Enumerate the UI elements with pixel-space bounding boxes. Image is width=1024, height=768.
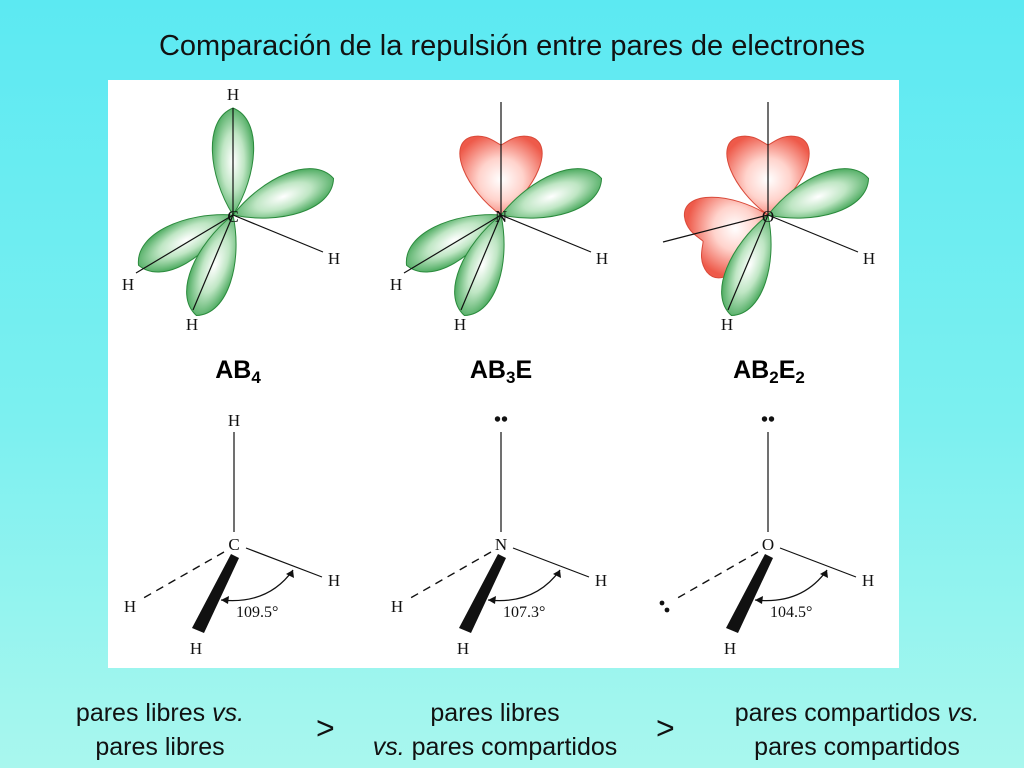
wedge-bond: [726, 554, 773, 633]
atom-c: C: [227, 207, 238, 226]
bonding-lobe: [767, 168, 870, 219]
bonding-lobe: [500, 168, 603, 219]
bond-angle: 104.5°: [770, 604, 812, 621]
angle-arc: [220, 569, 294, 602]
atom-o: O: [762, 207, 774, 226]
formula-subscript: 3: [505, 368, 516, 387]
bond-angle: 107.3°: [503, 604, 545, 621]
caption-lone-lone: pares libres vs. pares libres: [40, 696, 280, 764]
nh3-structure: •• N H H H 107.3°: [391, 409, 607, 658]
angle-arc: [487, 569, 561, 602]
bond-angle: 109.5°: [236, 604, 278, 621]
atom-h: H: [328, 249, 340, 268]
atom-h: H: [190, 639, 202, 658]
atom-h: H: [122, 275, 134, 294]
caption-text: pares compartidos: [734, 699, 941, 727]
atom-c: C: [228, 535, 239, 554]
ch4-orbital-model: H C H H H: [122, 85, 340, 334]
formula-base: E: [515, 356, 533, 384]
atom-h: H: [721, 315, 733, 334]
formula-subscript: 2: [795, 368, 805, 387]
atom-h: H: [186, 315, 198, 334]
caption-line: pares compartidos vs.: [712, 696, 1002, 730]
lone-pair-dots: ••: [494, 409, 508, 431]
h2o-structure: •• O H H 104.5°: [659, 409, 874, 658]
caption-italic: vs.: [947, 699, 980, 727]
lone-pair-dot: [664, 607, 670, 613]
formula-subscript: 4: [251, 368, 261, 387]
atom-h: H: [724, 639, 736, 658]
atom-h: H: [862, 571, 874, 590]
caption-lone-bond: pares libres vs. pares compartidos: [350, 696, 640, 764]
atom-n: N: [495, 207, 507, 226]
wedge-bond: [459, 554, 506, 633]
atom-h: H: [863, 249, 875, 268]
nh3-orbital-model: N H H H: [390, 102, 608, 334]
atom-h: H: [328, 571, 340, 590]
caption-line: pares libres: [95, 733, 225, 761]
atom-h: H: [390, 275, 402, 294]
lone-pair-dot: [659, 600, 665, 606]
atom-n: N: [495, 535, 507, 554]
atom-h: H: [227, 85, 239, 104]
caption-line: pares libres: [430, 699, 560, 727]
atom-h: H: [391, 597, 403, 616]
orbital-diagram: H C H H H N H H: [122, 85, 875, 658]
caption-line: vs. pares compartidos: [350, 730, 640, 764]
caption-italic: vs.: [372, 733, 405, 761]
caption-bond-bond: pares compartidos vs. pares compartidos: [712, 696, 1002, 764]
atom-h: H: [457, 639, 469, 658]
bonding-lobe: [232, 168, 335, 219]
caption-line: pares compartidos: [754, 733, 960, 761]
formula-base: AB: [215, 356, 252, 384]
atom-h: H: [595, 571, 607, 590]
formula-base: AB: [469, 356, 506, 384]
h2o-orbital-model: O H H: [662, 102, 875, 334]
diagram-panel: H C H H H N H H: [108, 80, 899, 668]
formula-subscript: 2: [769, 368, 779, 387]
formula-label-ab3e: AB3E: [451, 356, 551, 388]
formula-base: AB: [733, 356, 770, 384]
formula-label-ab4: AB4: [193, 356, 283, 388]
atom-h: H: [454, 315, 466, 334]
atom-h: H: [124, 597, 136, 616]
atom-h: H: [228, 411, 240, 430]
caption-text: pares compartidos: [411, 733, 618, 761]
angle-arc: [754, 569, 828, 602]
caption-italic: vs.: [212, 699, 245, 727]
caption-line: pares libres vs.: [40, 696, 280, 730]
atom-h: H: [596, 249, 608, 268]
slide-title: Comparación de la repulsión entre pares …: [158, 30, 866, 62]
formula-base: E: [778, 356, 796, 384]
ch4-structure: H C H H H 109.5°: [124, 411, 340, 658]
greater-than-sign: >: [316, 710, 335, 746]
wedge-bond: [192, 554, 239, 633]
atom-o: O: [762, 535, 774, 554]
greater-than-sign: >: [656, 710, 675, 746]
formula-label-ab2e2: AB2E2: [714, 356, 824, 388]
lone-pair-dots: ••: [761, 409, 775, 431]
caption-text: pares libres: [75, 699, 206, 727]
